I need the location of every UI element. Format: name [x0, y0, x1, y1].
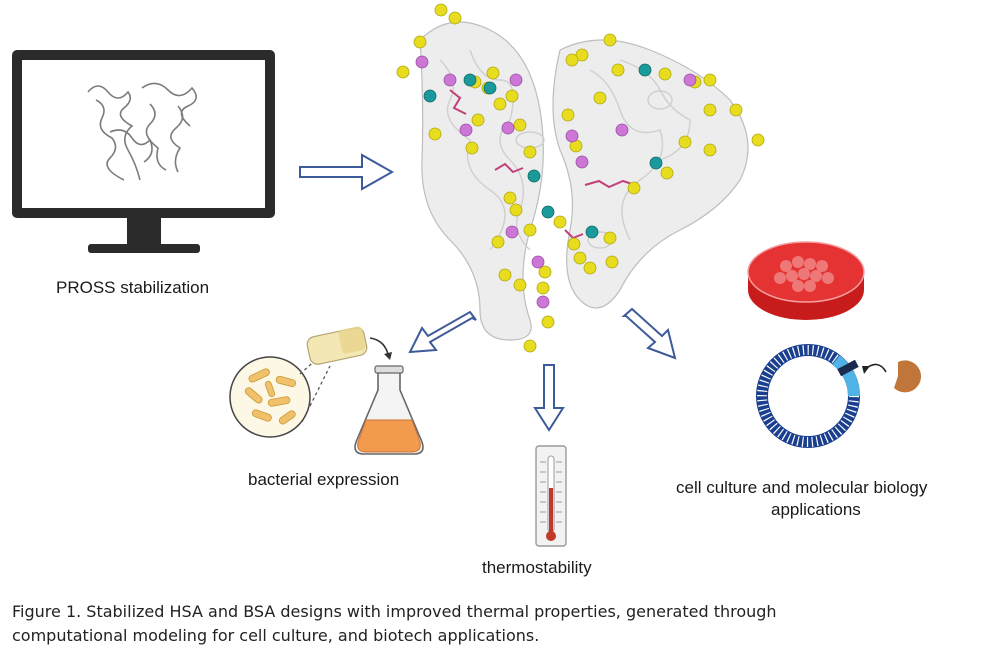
caption-line-1: Figure 1. Stabilized HSA and BSA designs…: [12, 602, 777, 621]
bacterial-label: bacterial expression: [248, 470, 400, 489]
cell-culture-label-line1: cell culture and molecular biology: [676, 478, 928, 497]
arrow-to-thermo: [533, 364, 565, 432]
monitor-icon: [12, 50, 275, 253]
arrow-to-cellculture: [621, 307, 677, 360]
plasmid-icon: [756, 344, 922, 448]
pross-label: PROSS stabilization: [56, 278, 210, 297]
thermo-label: thermostability: [482, 558, 592, 577]
protein-structure-icon: [396, 3, 765, 353]
flask-icon: [354, 365, 424, 455]
figure-caption: Figure 1. Stabilized HSA and BSA designs…: [12, 600, 972, 648]
tube-icon: [306, 326, 392, 365]
caption-line-2: computational modeling for cell culture,…: [12, 626, 540, 645]
thermometer-icon: [535, 445, 567, 547]
cell-culture-label-line2: applications: [771, 500, 861, 519]
arrow-to-bacterial: [408, 310, 477, 354]
petri-dish-icon: [747, 241, 865, 320]
bacteria-zoom-icon: [229, 356, 331, 438]
arrow-to-protein: [299, 153, 395, 191]
